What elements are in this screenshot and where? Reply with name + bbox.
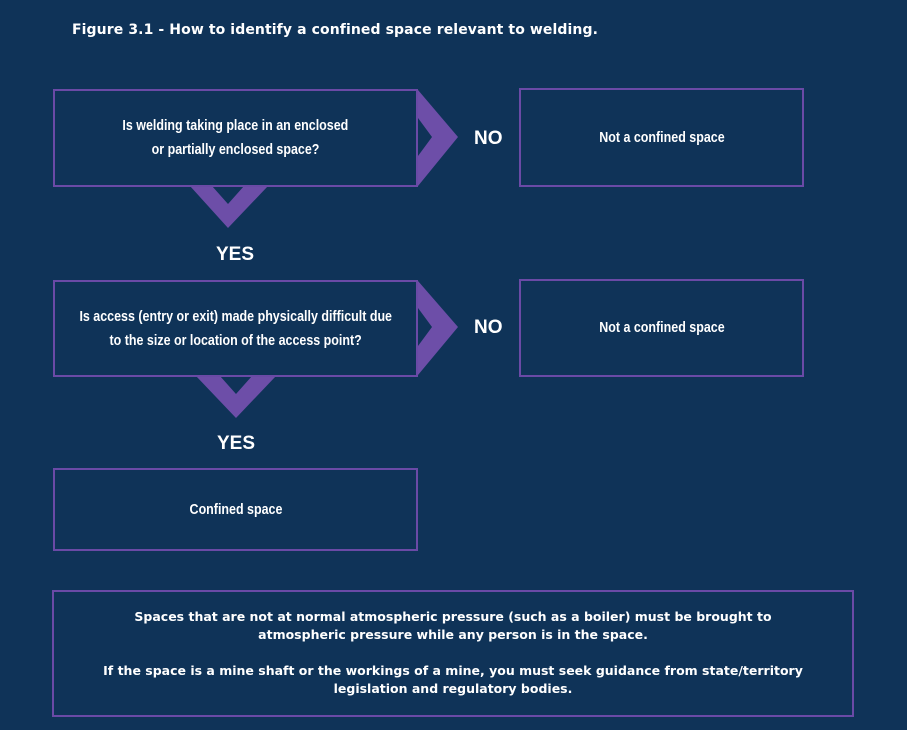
- note-box: Spaces that are not at normal atmospheri…: [52, 590, 854, 717]
- result-text: Not a confined space: [598, 129, 725, 146]
- question-box-enclosed-space: Is welding taking place in an enclosed o…: [53, 89, 418, 187]
- question-line: Is access (entry or exit) made physicall…: [79, 308, 392, 325]
- arrow-down-icon: [196, 376, 276, 418]
- result-text: Confined space: [189, 501, 282, 518]
- question-line: to the size or location of the access po…: [109, 332, 362, 349]
- yes-label: YES: [217, 433, 256, 454]
- note-paragraph: Spaces that are not at normal atmospheri…: [134, 609, 772, 642]
- question-line: or partially enclosed space?: [151, 142, 320, 158]
- result-box-not-confined: Not a confined space: [519, 88, 804, 187]
- note-paragraph: If the space is a mine shaft or the work…: [103, 663, 803, 696]
- arrow-right-icon: [418, 90, 458, 186]
- arrow-down-icon: [190, 186, 268, 228]
- figure-title: Figure 3.1 - How to identify a confined …: [72, 22, 599, 38]
- question-box-access-difficult: Is access (entry or exit) made physicall…: [53, 280, 418, 377]
- result-text: Not a confined space: [598, 320, 725, 336]
- no-label: NO: [474, 317, 503, 338]
- result-box-confined-space: Confined space: [53, 468, 418, 551]
- arrow-right-icon: [418, 281, 458, 375]
- no-label: NO: [474, 128, 503, 149]
- question-line: Is welding taking place in an enclosed: [122, 118, 349, 134]
- result-box-not-confined: Not a confined space: [519, 279, 804, 377]
- yes-label: YES: [216, 244, 255, 265]
